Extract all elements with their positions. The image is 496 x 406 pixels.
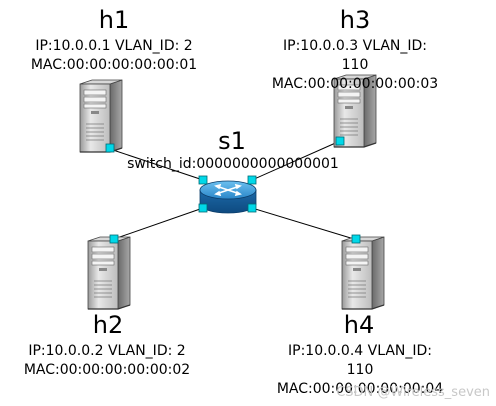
link-h4-s1 — [251, 207, 355, 240]
h4-vlan-value: 110 — [346, 362, 374, 378]
h4-info: IP:10.0.0.4 VLAN_ID: 110 MAC:00:00:00:00… — [250, 342, 470, 399]
h2-info: IP:10.0.0.2 VLAN_ID: 2 MAC:00:00:00:00:0… — [0, 342, 214, 380]
host-h4-computer-icon[interactable] — [341, 234, 385, 310]
h1-ip-vlan: IP:10.0.0.1 VLAN_ID: 2 — [35, 38, 193, 54]
s1-port-4 — [247, 203, 257, 213]
host-h1-computer-icon[interactable] — [79, 79, 123, 153]
s1-port-1 — [198, 175, 208, 185]
s1-name: s1 — [218, 127, 246, 155]
h1-port — [105, 143, 115, 153]
host-h3-computer-icon[interactable] — [333, 74, 377, 148]
h3-info: IP:10.0.0.3 VLAN_ID: 110 MAC:00:00:00:00… — [246, 37, 464, 94]
h2-mac: MAC:00:00:00:00:00:02 — [23, 362, 191, 378]
h4-ip-vlan: IP:10.0.0.4 VLAN_ID: — [288, 343, 432, 359]
switch-s1-router-icon[interactable] — [198, 175, 257, 214]
h1-info: IP:10.0.0.1 VLAN_ID: 2 MAC:00:00:00:00:0… — [4, 37, 224, 75]
h4-name: h4 — [343, 311, 375, 339]
s1-port-2 — [247, 175, 257, 185]
link-h3-s1 — [251, 140, 341, 181]
h4-mac: MAC:00:00:00:00:00:04 — [276, 381, 444, 397]
h2-name: h2 — [92, 311, 124, 339]
h3-port — [335, 136, 345, 146]
host-h2-computer-icon[interactable] — [87, 234, 131, 310]
h1-mac: MAC:00:00:00:00:00:01 — [30, 57, 198, 73]
h3-mac: MAC:00:00:00:00:00:03 — [271, 76, 439, 92]
links — [109, 140, 355, 240]
h4-port — [351, 234, 361, 244]
h2-ip-vlan: IP:10.0.0.2 VLAN_ID: 2 — [28, 343, 186, 359]
h3-name: h3 — [339, 6, 371, 34]
h1-name: h1 — [98, 6, 130, 34]
watermark: CSDN @Wireless_seven — [336, 385, 490, 400]
link-h2-s1 — [113, 207, 204, 240]
s1-switch-id: switch_id:0000000000000001 — [127, 156, 339, 172]
h3-ip-vlan: IP:10.0.0.3 VLAN_ID: — [283, 38, 427, 54]
s1-port-3 — [198, 203, 208, 213]
h2-port — [109, 234, 119, 244]
link-h1-s1 — [109, 148, 204, 181]
h3-vlan-value: 110 — [341, 57, 369, 73]
